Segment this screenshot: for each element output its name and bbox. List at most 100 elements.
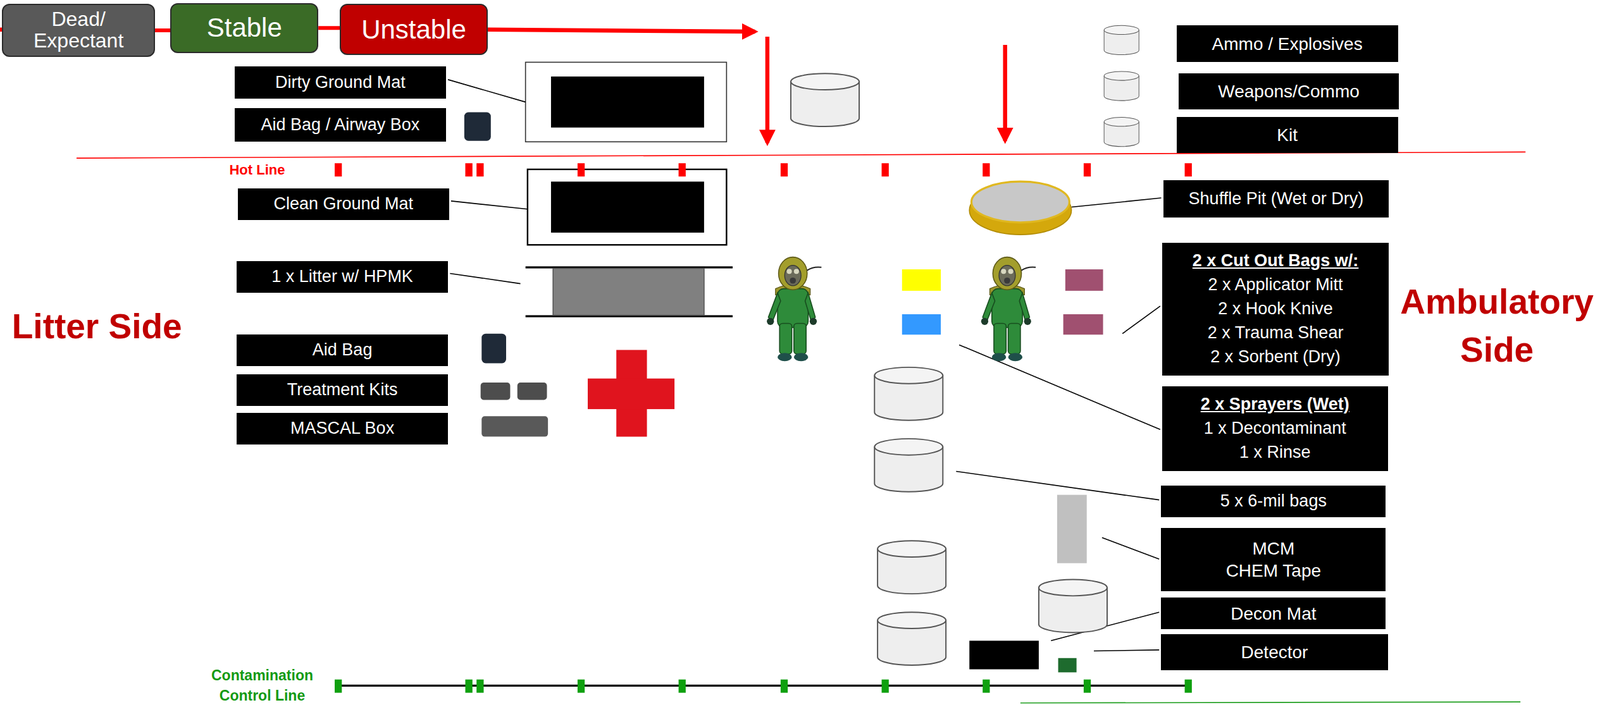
label-box: Aid Bag: [236, 334, 448, 367]
container-can: [874, 367, 943, 421]
node-text: Shuffle Pit (Wet or Dry): [1188, 188, 1365, 211]
node-text: Aid Bag / Airway Box: [261, 114, 421, 137]
litter: [525, 267, 733, 317]
triage-box: Unstable: [339, 3, 488, 56]
container-can: [874, 439, 943, 493]
leader-line: [1093, 650, 1160, 652]
node-text: Aid Bag: [312, 339, 373, 362]
litter: [552, 268, 705, 316]
label-box: Detector: [1160, 634, 1388, 670]
leader-line: [449, 273, 521, 284]
leader-line: [1071, 198, 1162, 208]
node-text: 2 x Applicator Mitt: [1208, 274, 1344, 297]
side-label: Litter Side: [12, 305, 183, 348]
equipment-item: [1058, 658, 1077, 674]
label-box: Aid Bag / Airway Box: [234, 108, 447, 142]
label-box: Weapons/Commo: [1178, 73, 1399, 109]
color-pad: [902, 314, 941, 335]
entry-arrow: [765, 36, 770, 143]
node-text: MASCAL Box: [290, 418, 395, 440]
leader-line: [959, 344, 1161, 430]
node-text: Dead/ Expectant: [12, 8, 145, 52]
container-can: [1103, 25, 1139, 55]
ground-mat: [551, 181, 705, 233]
leader-line: [447, 79, 526, 102]
node-text: MCM: [1252, 537, 1295, 560]
node-text: Treatment Kits: [287, 379, 398, 402]
hot-line: [678, 163, 686, 177]
equipment-item: [969, 640, 1039, 670]
hot-line: [334, 163, 342, 177]
decon-person: [766, 257, 1036, 362]
contamination-control-line: [678, 680, 686, 694]
label-box: 2 x Sprayers (Wet)1 x Decontaminant1 x R…: [1162, 386, 1388, 472]
shuffle-pit: [971, 181, 1070, 223]
node-text: Weapons/Commo: [1217, 80, 1360, 103]
red-cross: [587, 349, 675, 437]
shuffle-pit: [969, 181, 1072, 235]
container-can: [1103, 71, 1139, 101]
triage-flow-line: [487, 29, 756, 32]
node-text: Unstable: [361, 15, 467, 44]
node-text: Stable: [206, 13, 283, 42]
leader-line: [451, 201, 528, 210]
hot-line: [780, 163, 788, 177]
container-can: [1038, 580, 1108, 634]
container-can: [877, 612, 946, 666]
contamination-control-line: [336, 685, 1189, 688]
node-text: Dirty Ground Mat: [275, 72, 406, 94]
contamination-control-line: [982, 680, 990, 694]
node-text: Kit: [1276, 124, 1298, 147]
label-box: MCMCHEM Tape: [1160, 528, 1386, 592]
ground-mat: [527, 169, 727, 245]
flow-connector: [155, 28, 171, 33]
color-pad: [902, 269, 941, 292]
node-text: Decon Mat: [1230, 602, 1316, 626]
equipment-item: [464, 111, 491, 141]
hot-line: [982, 163, 990, 177]
hot-line: [465, 163, 472, 177]
contamination-control-line: [334, 680, 342, 694]
side-label: Ambulatory Side: [1400, 278, 1594, 375]
flow-connector: [318, 25, 340, 30]
line-label: Contamination Control Line: [204, 666, 321, 705]
label-box: Kit: [1176, 117, 1399, 153]
hot-line: [76, 151, 1526, 177]
node-text: 1 x Rinse: [1239, 442, 1311, 464]
node-text: 2 x Trauma Shear: [1207, 322, 1344, 345]
contamination-control-line: [1083, 680, 1091, 694]
contamination-control-line: [1020, 702, 1521, 704]
label-box: Treatment Kits: [236, 374, 448, 407]
node-text: CHEM Tape: [1226, 559, 1321, 583]
node-text: 5 x 6-mil bags: [1220, 490, 1327, 513]
entry-arrow: [1002, 44, 1007, 142]
label-box: Dirty Ground Mat: [234, 66, 447, 100]
contamination-control-line: [780, 680, 788, 694]
contamination-control-line: [465, 680, 472, 694]
decon-person: [981, 257, 1036, 362]
red-cross: [587, 378, 675, 410]
contamination-control-line: [881, 680, 889, 694]
equipment-item: [481, 416, 548, 437]
container-can: [790, 73, 860, 127]
label-box: MASCAL Box: [236, 413, 448, 445]
hot-line-label: Hot Line: [229, 161, 285, 179]
container-can: [790, 25, 1139, 666]
node-text: Clean Ground Mat: [273, 193, 414, 216]
label-box: Ammo / Explosives: [1176, 25, 1399, 63]
color-pad: [1065, 269, 1104, 292]
leader-line: [1122, 306, 1161, 335]
equipment-item: [481, 334, 507, 364]
node-text: Ammo / Explosives: [1212, 32, 1363, 56]
contamination-control-line: [334, 680, 1521, 704]
equipment-item: [480, 382, 511, 400]
leader-line: [447, 79, 1161, 652]
ground-mat: [551, 76, 705, 128]
hot-line: [1083, 163, 1091, 177]
label-box: Clean Ground Mat: [237, 188, 450, 221]
hot-line: [881, 163, 889, 177]
node-text: 2 x Hook Knive: [1217, 298, 1334, 321]
label-box: 5 x 6-mil bags: [1160, 485, 1386, 518]
leader-line: [1102, 537, 1160, 560]
node-text: 2 x Cut Out Bags w/:: [1192, 250, 1359, 273]
